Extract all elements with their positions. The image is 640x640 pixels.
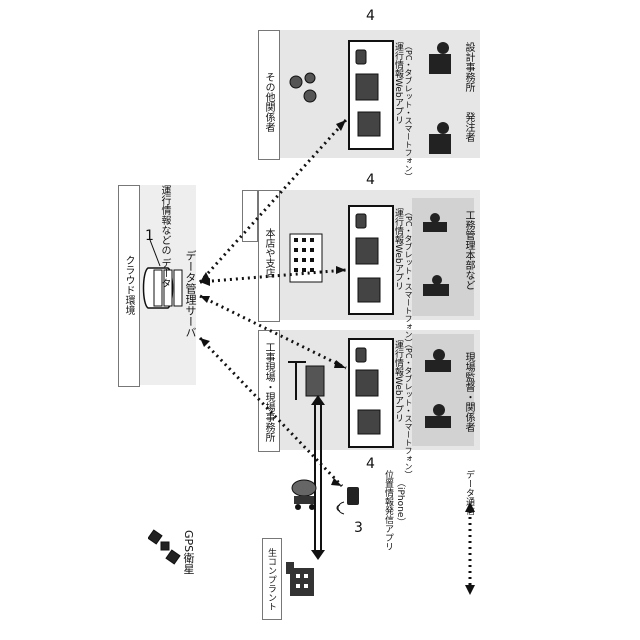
legend-label: データ通信 [463, 470, 475, 515]
